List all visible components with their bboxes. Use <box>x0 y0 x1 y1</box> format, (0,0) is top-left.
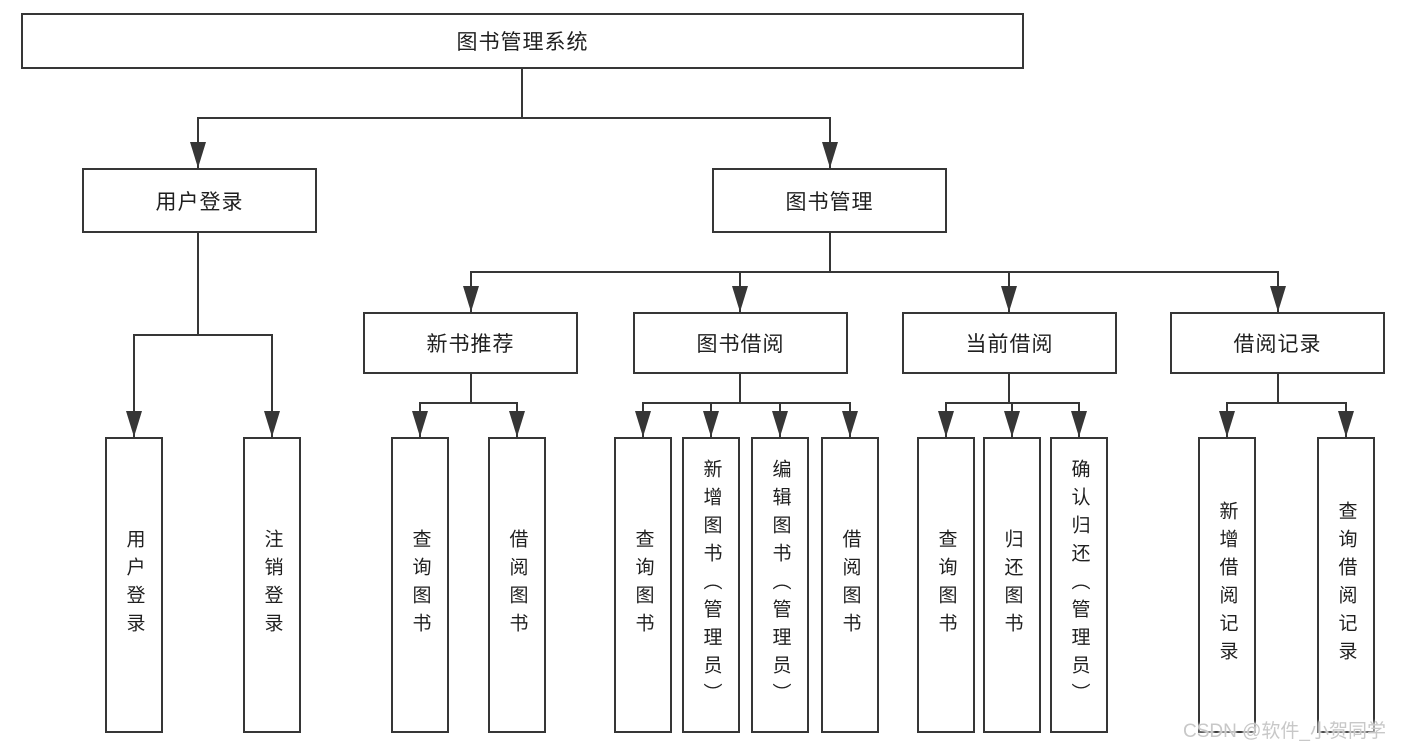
node-leaf-query-book-borrowing: 查询图书 <box>614 437 672 733</box>
node-label: 新增图书（管理员） <box>700 459 722 711</box>
connector-line <box>945 402 1080 404</box>
arrow-down-icon <box>1071 411 1087 437</box>
arrow-down-icon <box>732 286 748 312</box>
node-leaf-borrow-book-recommend: 借阅图书 <box>488 437 546 733</box>
node-current-borrowing: 当前借阅 <box>902 312 1117 374</box>
node-leaf-edit-book-admin: 编辑图书（管理员） <box>751 437 809 733</box>
csdn-watermark: CSDN @软件_小贺同学 <box>1183 721 1386 742</box>
node-leaf-logout: 注销登录 <box>243 437 301 733</box>
arrow-down-icon <box>1219 411 1235 437</box>
connector-line <box>829 233 831 272</box>
arrow-down-icon <box>412 411 428 437</box>
node-label: 新增借阅记录 <box>1216 501 1238 669</box>
node-label: 查询借阅记录 <box>1335 501 1357 669</box>
connector-line <box>133 334 273 336</box>
node-label: 图书管理 <box>785 190 874 214</box>
node-label: 图书借阅 <box>696 333 785 356</box>
connector-line <box>642 402 851 404</box>
connector-line <box>470 374 472 403</box>
node-label: 注销登录 <box>261 529 283 641</box>
node-root: 图书管理系统 <box>21 13 1024 69</box>
node-label: 查询图书 <box>632 529 654 641</box>
node-leaf-add-book-admin: 新增图书（管理员） <box>682 437 740 733</box>
node-leaf-add-borrow-record: 新增借阅记录 <box>1198 437 1256 733</box>
node-leaf-return-book: 归还图书 <box>983 437 1041 733</box>
arrow-down-icon <box>1001 286 1017 312</box>
arrow-down-icon <box>842 411 858 437</box>
connector-line <box>1226 402 1347 404</box>
node-label: 归还图书 <box>1001 529 1023 641</box>
node-label: 查询图书 <box>409 529 431 641</box>
connector-line <box>1277 374 1279 403</box>
node-book-borrowing: 图书借阅 <box>633 312 848 374</box>
arrow-down-icon <box>1338 411 1354 437</box>
node-leaf-borrow-book: 借阅图书 <box>821 437 879 733</box>
node-label: 当前借阅 <box>965 333 1054 356</box>
connector-line <box>1008 374 1010 403</box>
arrow-down-icon <box>1270 286 1286 312</box>
arrow-down-icon <box>264 411 280 437</box>
node-label: 用户登录 <box>123 529 145 641</box>
node-label: 查询图书 <box>935 529 957 641</box>
node-label: 新书推荐 <box>426 333 515 356</box>
arrow-down-icon <box>190 142 206 168</box>
node-label: 编辑图书（管理员） <box>769 459 791 711</box>
node-leaf-query-book-recommend: 查询图书 <box>391 437 449 733</box>
arrow-down-icon <box>772 411 788 437</box>
connector-line <box>271 335 273 437</box>
connector-line <box>197 117 831 119</box>
connector-line <box>133 335 135 437</box>
connector-line <box>739 374 741 403</box>
node-borrow-records: 借阅记录 <box>1170 312 1385 374</box>
arrow-down-icon <box>509 411 525 437</box>
node-user-login: 用户登录 <box>82 168 317 233</box>
arrow-down-icon <box>126 411 142 437</box>
arrow-down-icon <box>938 411 954 437</box>
arrow-down-icon <box>822 142 838 168</box>
connector-line <box>419 402 518 404</box>
arrow-down-icon <box>703 411 719 437</box>
node-leaf-query-book-current: 查询图书 <box>917 437 975 733</box>
arrow-down-icon <box>463 286 479 312</box>
node-label: 用户登录 <box>155 190 244 214</box>
node-label: 借阅记录 <box>1233 333 1322 356</box>
connector-line <box>470 271 1279 273</box>
node-label: 借阅图书 <box>506 529 528 641</box>
arrow-down-icon <box>635 411 651 437</box>
node-leaf-user-login: 用户登录 <box>105 437 163 733</box>
node-leaf-query-borrow-record: 查询借阅记录 <box>1317 437 1375 733</box>
node-leaf-confirm-return-admin: 确认归还（管理员） <box>1050 437 1108 733</box>
connector-line <box>197 233 199 335</box>
node-book-management: 图书管理 <box>712 168 947 233</box>
node-label: 确认归还（管理员） <box>1068 459 1090 711</box>
node-label: 图书管理系统 <box>456 31 589 54</box>
node-new-book-recommend: 新书推荐 <box>363 312 578 374</box>
node-label: 借阅图书 <box>839 529 861 641</box>
connector-line <box>521 69 523 118</box>
arrow-down-icon <box>1004 411 1020 437</box>
